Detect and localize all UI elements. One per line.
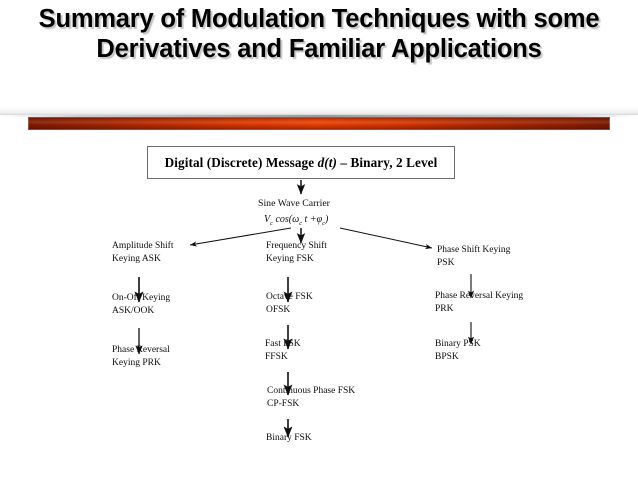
root-node-box: Digital (Discrete) Message d(t) – Binary… xyxy=(147,146,455,179)
node-octave-fsk: Octave FSK OFSK xyxy=(266,292,313,315)
connector-arrows xyxy=(134,180,475,438)
node-phase-shift-keying: Phase Shift Keying PSK xyxy=(437,245,511,268)
node-fast-fsk: Fast FSK FFSK xyxy=(265,339,301,362)
node-frequency-shift-keying: Frequency Shift Keying FSK xyxy=(266,241,327,264)
divider-glow xyxy=(0,106,638,117)
carrier-formula: Vc cos(ωc t +φc) xyxy=(264,214,329,227)
carrier-label: Sine Wave Carrier xyxy=(258,198,330,209)
modulation-flow-diagram: Digital (Discrete) Message d(t) – Binary… xyxy=(0,132,638,478)
title-divider xyxy=(0,106,638,132)
node-amplitude-shift-keying: Amplitude Shift Keying ASK xyxy=(112,241,174,264)
node-continuous-phase-fsk: Continuous Phase FSK CP-FSK xyxy=(267,386,356,409)
node-binary-fsk: Binary FSK xyxy=(266,433,312,443)
arrow-carrier-to-psk xyxy=(339,227,433,250)
title-block: Summary of Modulation Techniques with so… xyxy=(0,4,638,64)
root-node-label: Digital (Discrete) Message d(t) – Binary… xyxy=(164,154,438,170)
node-phase-reversal-keying-ask: Phase Reversal Keying PRK xyxy=(112,345,170,368)
node-binary-psk: Binary PSK BPSK xyxy=(435,339,481,362)
node-on-off-keying: On-Off Keying ASK/OOK xyxy=(112,293,171,316)
page-title: Summary of Modulation Techniques with so… xyxy=(38,5,600,63)
divider-bar xyxy=(28,117,610,130)
node-phase-reversal-keying-psk: Phase Reversal Keying PRK xyxy=(435,291,524,314)
